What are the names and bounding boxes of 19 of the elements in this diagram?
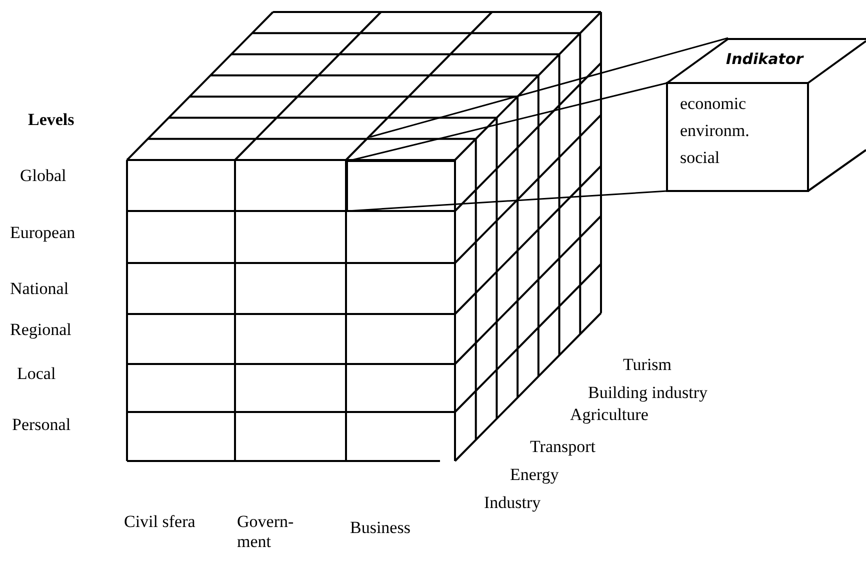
axis-title: Levels xyxy=(28,110,74,130)
axis-label: Industry xyxy=(484,493,541,513)
axis-label: Local xyxy=(17,364,56,384)
axis-label: Regional xyxy=(10,320,72,340)
axis-label: Energy xyxy=(510,465,559,485)
axis-label: Building industry xyxy=(588,383,708,403)
axis-label: Turism xyxy=(623,355,672,375)
indicator-list: economic environm. social xyxy=(680,90,790,171)
highlighted-cell xyxy=(346,160,456,212)
axis-label: European xyxy=(10,223,76,243)
axis-label: Civil sfera xyxy=(124,512,196,532)
axis-label: Business xyxy=(350,518,410,538)
axis-label: Agriculture xyxy=(570,405,648,425)
axis-label: Transport xyxy=(530,437,596,457)
axis-label: National xyxy=(10,279,69,299)
axis-label: Global xyxy=(20,166,66,186)
axis-label: Personal xyxy=(12,415,71,435)
indicator-heading: Indikator xyxy=(726,50,804,68)
axis-label: Govern- ment xyxy=(237,512,295,552)
